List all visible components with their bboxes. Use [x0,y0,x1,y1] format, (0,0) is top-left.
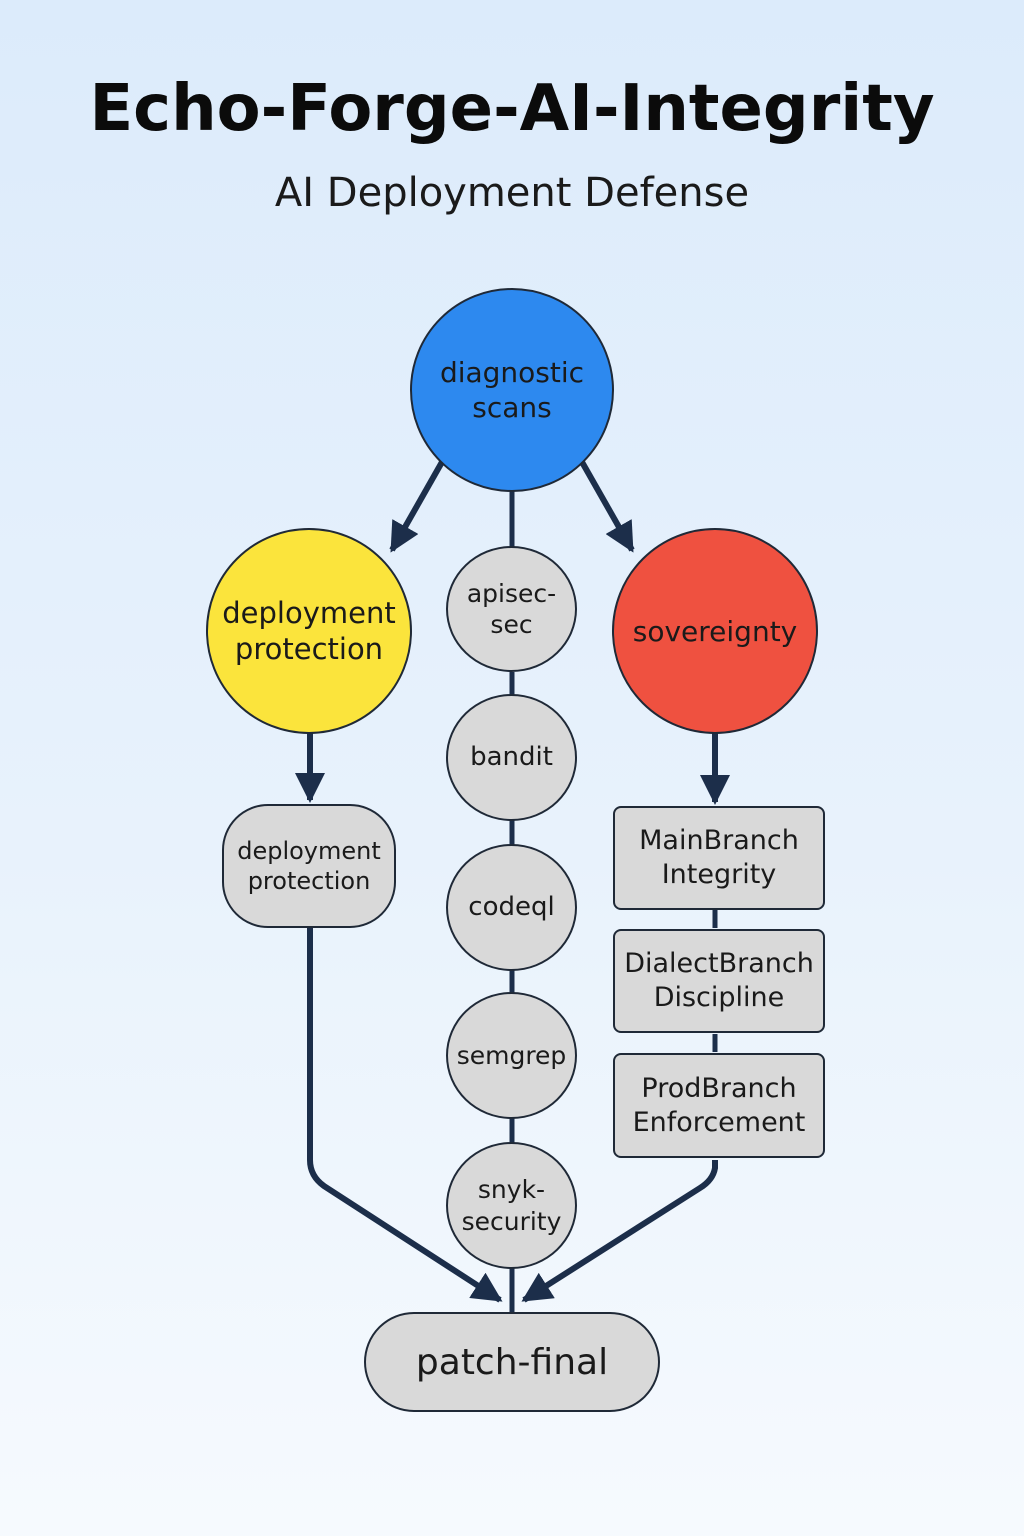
node-deployment-protection: deployment protection [206,528,412,734]
page-subtitle: AI Deployment Defense [274,170,750,216]
node-patch-final: patch-final [364,1312,660,1412]
node-deployment-protection-label: deployment protection [222,595,396,666]
node-bandit-label: bandit [470,742,553,773]
node-sovereignty: sovereignty [612,528,818,734]
node-mainbranch-integrity-label: MainBranch Integrity [639,825,799,890]
node-semgrep-label: semgrep [456,1040,567,1070]
node-patch-final-label: patch-final [415,1341,609,1383]
edge-diagnostic-to-sovereignty [579,460,635,553]
node-mainbranch-integrity: MainBranch Integrity [613,806,825,910]
page-title: Echo-Forge-AI-Integrity [89,72,935,146]
edge-prodbranch-to-patch [521,1160,718,1303]
node-snyk-security: snyk- security [446,1142,577,1269]
node-sovereignty-label: sovereignty [632,614,798,648]
node-prodbranch-enforcement-label: ProdBranch Enforcement [632,1072,806,1138]
node-codeql-label: codeql [468,892,555,923]
node-dialectbranch-discipline-label: DialectBranch Discipline [624,948,814,1013]
node-snyk-security-label: snyk- security [461,1175,562,1236]
edge-deployment-sub-to-patch [307,926,503,1303]
node-dialectbranch-discipline: DialectBranch Discipline [613,929,825,1033]
node-prodbranch-enforcement: ProdBranch Enforcement [613,1053,825,1158]
node-diagnostic-scans-label: diagnostic scans [439,356,585,424]
edge-diagnostic-to-deployment [389,460,445,553]
node-bandit: bandit [446,694,577,821]
node-deployment-protection-sub: deployment protection [222,804,396,928]
node-apisec-sec: apisec- sec [446,546,577,672]
node-semgrep: semgrep [446,992,577,1119]
node-codeql: codeql [446,844,577,971]
node-diagnostic-scans: diagnostic scans [410,288,614,492]
node-apisec-sec-label: apisec- sec [466,578,557,639]
node-deployment-protection-sub-label: deployment protection [237,837,381,895]
